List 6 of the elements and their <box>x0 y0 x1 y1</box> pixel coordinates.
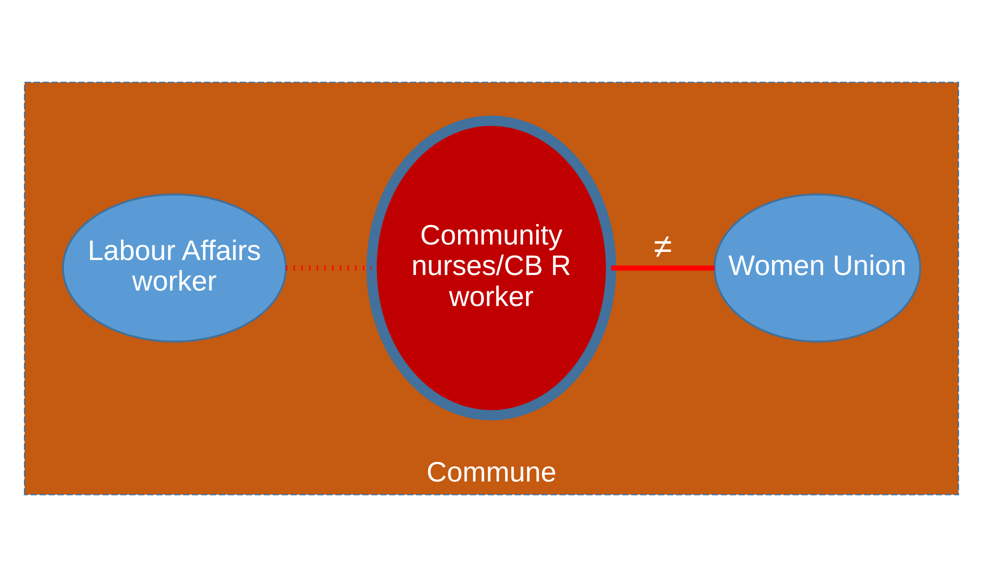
node-ellipse: Labour Affairs worker <box>62 192 286 342</box>
edge-label: ≠ <box>653 228 672 266</box>
connector <box>610 264 714 270</box>
connector <box>286 264 371 270</box>
node-ellipse: Community nurses/CB R worker <box>366 115 616 420</box>
node-ellipse: Women Union <box>713 192 921 342</box>
